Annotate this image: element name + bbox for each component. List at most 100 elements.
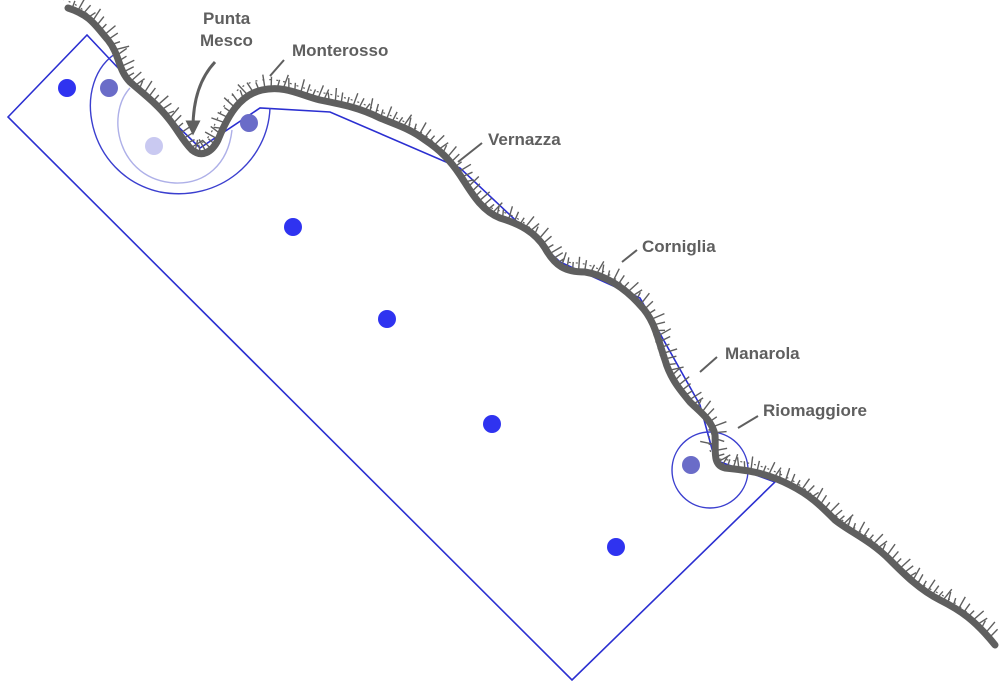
cliff-hatch — [529, 223, 540, 233]
label-vernazza: Vernazza — [488, 130, 561, 149]
cliff-hatch — [185, 138, 195, 145]
cliff-hatch — [103, 25, 116, 36]
cliff-hatch — [95, 16, 105, 27]
cliff-hatch — [441, 144, 448, 155]
cliff-hatch — [316, 85, 325, 100]
cliff-hatch — [223, 97, 236, 109]
cliff-hatch — [696, 399, 702, 409]
leader-monterosso — [269, 59, 285, 77]
coastline — [62, 0, 999, 649]
cliff-hatch — [262, 74, 266, 90]
leader-manarola — [699, 356, 718, 373]
cliff-hatch — [726, 459, 731, 469]
cliff-hatch — [464, 179, 474, 183]
cliff-hatch — [164, 110, 175, 116]
cliff-hatch — [617, 275, 625, 286]
cliff-hatch — [631, 289, 643, 298]
buoy-dot-icon — [240, 114, 258, 132]
inner-ring-punta-mesco — [117, 87, 233, 184]
label-punta-mesco-line1: Punta — [203, 9, 251, 28]
cliff-hatch — [767, 461, 776, 477]
buoy-dot-icon — [284, 218, 302, 236]
cliff-hatch — [626, 281, 639, 294]
cliff-hatch — [402, 114, 413, 128]
leader-riomaggiore — [737, 415, 759, 429]
cliff-hatch — [428, 135, 436, 143]
cliff-hatch — [647, 309, 656, 315]
cliff-hatch — [876, 540, 888, 550]
cliff-hatch — [662, 348, 678, 355]
cliff-hatch — [396, 116, 404, 126]
cliff-hatch — [688, 391, 702, 401]
cliff-hatch — [714, 437, 725, 443]
cliff-hatch — [239, 90, 245, 100]
cliff-hatch — [125, 72, 135, 79]
cliff-hatch — [756, 460, 761, 473]
cliff-hatch — [513, 211, 520, 224]
cliff-hatch — [814, 487, 824, 502]
cliff-hatch — [107, 32, 119, 41]
cliff-hatch — [601, 264, 605, 277]
cliff-hatch — [231, 93, 240, 104]
cliff-hatch — [294, 82, 297, 93]
cliff-hatch — [129, 71, 142, 83]
cliff-hatch — [340, 92, 344, 105]
cliff-hatch — [962, 603, 971, 614]
cliff-hatch — [794, 479, 801, 489]
cliff-hatch — [391, 111, 398, 123]
cliff-hatch — [152, 94, 160, 103]
cliff-hatch — [120, 59, 135, 68]
buoy-dot-icon — [58, 79, 76, 97]
cliff-hatch — [784, 467, 791, 483]
cliff-hatch — [507, 206, 514, 221]
cliff-hatch — [611, 268, 620, 283]
buoy-dot-icon — [682, 456, 700, 474]
survey-area-boundary — [6, 33, 777, 682]
cliff-hatch — [668, 366, 684, 372]
cliff-hatch — [210, 125, 221, 135]
cliff-hatch — [846, 516, 852, 529]
cliff-hatch — [198, 139, 208, 153]
cliff-hatch — [666, 363, 676, 366]
cliff-hatch — [518, 217, 525, 226]
cliff-hatch — [175, 122, 184, 130]
cliff-hatch — [708, 416, 718, 423]
cliff-hatch — [828, 502, 840, 515]
cliff-hatch — [714, 430, 727, 434]
cliff-hatch — [477, 191, 491, 203]
buoy-dot-icon — [483, 415, 501, 433]
cliff-hatch — [712, 421, 727, 428]
cliff-hatch — [650, 312, 665, 321]
cliff-hatch — [322, 89, 330, 101]
cliff-hatch — [374, 103, 380, 116]
cliff-hatch — [351, 92, 359, 108]
cliff-hatch — [541, 235, 552, 245]
cliff-hatch — [147, 87, 156, 99]
cliff-hatch — [111, 41, 121, 46]
cliff-hatch — [736, 457, 740, 470]
cliff-hatch — [743, 461, 746, 471]
cliff-hatch — [501, 209, 505, 219]
cliff-hatch — [470, 183, 481, 193]
buoy-dot-icon — [100, 79, 118, 97]
cliff-hatch — [952, 597, 957, 608]
cliff-hatch — [589, 264, 596, 274]
cliff-hatch — [856, 521, 866, 536]
cliff-hatch — [385, 106, 393, 121]
cliff-hatch — [255, 82, 260, 91]
cliff-hatch — [832, 509, 843, 519]
cliff-hatch — [658, 335, 671, 343]
cliff-hatch — [160, 102, 172, 111]
cliff-hatch — [800, 478, 811, 492]
cliff-hatch — [91, 8, 102, 23]
cliff-hatch — [357, 97, 365, 110]
cliff-hatch — [921, 580, 927, 590]
cliff-hatch — [984, 621, 996, 634]
cliff-hatch — [881, 543, 887, 553]
cliff-hatch — [334, 87, 338, 104]
cliff-hatch — [732, 453, 739, 470]
cliff-hatch — [692, 397, 704, 406]
label-manarola: Manarola — [725, 344, 800, 363]
cliff-hatch — [700, 400, 712, 414]
